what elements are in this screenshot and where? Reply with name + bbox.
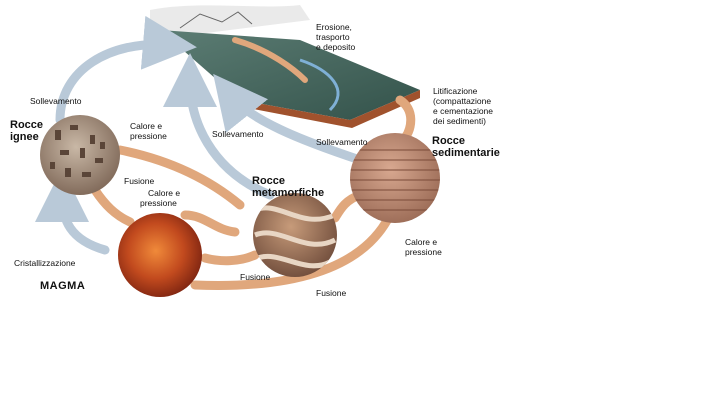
- magma-label: MAGMA: [40, 280, 85, 292]
- crystallization-arrow: [35, 168, 110, 255]
- metamorphic-rock-node: [253, 193, 337, 277]
- igneous-rock-node: [40, 115, 120, 195]
- igneous-label-1: Rocce: [10, 119, 43, 131]
- crystallization-label: Cristallizzazione: [14, 258, 76, 268]
- melting-igneous-arrow: [90, 185, 135, 227]
- uplift-sedimentary-arrow: [213, 73, 365, 165]
- uplift-igneous-arrow: [55, 15, 197, 125]
- sedimentary-rock-node: [350, 133, 440, 223]
- heat-magma-arrow: [180, 210, 240, 237]
- melting-igneous-label: Fusione: [124, 176, 155, 186]
- magma-node: [118, 213, 202, 297]
- igneous-label-2: ignee: [10, 131, 39, 143]
- uplift-arrows: [35, 15, 365, 255]
- uplift-sedimentary-label: Sollevamento: [316, 137, 368, 147]
- lithification-label-4: dei sedimenti): [433, 116, 486, 126]
- heat-igneous-label-2: pressione: [130, 131, 167, 141]
- lithification-label-1: Litificazione: [433, 86, 478, 96]
- melting-sedimentary-label: Fusione: [316, 288, 347, 298]
- lithification-label-2: (compattazione: [433, 96, 491, 106]
- melting-metamorphic-label: Fusione: [240, 272, 271, 282]
- heat-sedimentary-label-2: pressione: [405, 247, 442, 257]
- erosion-label-1: Erosione,: [316, 22, 352, 32]
- metamorphic-label-1: Rocce: [252, 175, 285, 187]
- lithification-arrow: [395, 95, 416, 143]
- heat-sedimentary-label-1: Calore e: [405, 237, 437, 247]
- heat-magma-label-2: pressione: [140, 198, 177, 208]
- sedimentary-label-2: sedimentarie: [432, 147, 500, 159]
- uplift-metamorphic-arrow: [163, 53, 275, 200]
- erosion-arrow: [232, 37, 308, 83]
- melting-sedimentary-arrow: [190, 210, 395, 290]
- heat-igneous-arrow: [115, 145, 245, 210]
- erosion-label-2: trasporto: [316, 32, 350, 42]
- uplift-metamorphic-label: Sollevamento: [212, 129, 264, 139]
- melting-metamorphic-arrow: [200, 250, 260, 266]
- sedimentary-label-1: Rocce: [432, 135, 465, 147]
- uplift-igneous-label: Sollevamento: [30, 96, 82, 106]
- lithification-label-3: e cementazione: [433, 106, 493, 116]
- erosion-label-3: e deposito: [316, 42, 355, 52]
- heat-magma-label-1: Calore e: [148, 188, 180, 198]
- heat-igneous-label-1: Calore e: [130, 121, 162, 131]
- metamorphic-label-2: metamorfiche: [252, 187, 324, 199]
